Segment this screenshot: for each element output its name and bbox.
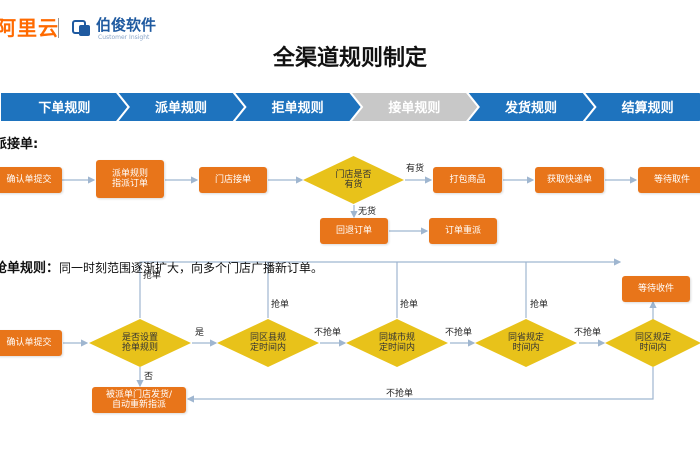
label-yes: 是 [195,328,205,338]
diamond-province: 同省规定 时间内 [474,318,578,368]
box-pack-goods: 打包商品 [433,167,502,193]
box-return-order: 回退订单 [320,218,388,244]
box-dispatch-rule: 派单规则 指派订单 [96,160,164,198]
box-get-express: 获取快递单 [535,167,604,193]
box-confirm-order: 确认单提交 [0,167,62,193]
label-no: 否 [144,372,154,382]
diamond-stock-check: 门店是否 有货 [302,155,405,205]
section-title-dispatch: 派接单: [0,137,39,152]
label-grab-2: 抢单 [271,300,290,310]
rule-heading: 抢单规则：同一时刻范围逐渐扩大，向多个门店广播新订单。 [0,257,323,276]
box-wait-receive: 等待收件 [622,276,690,302]
step-label-0: 下单规则 [38,100,90,116]
diamond-grab-rule: 是否设置 抢单规则 [88,318,192,368]
diamond-grab-rule-label: 是否设置 抢单规则 [121,332,158,353]
logo-divider [58,18,59,38]
aliyun-logo: 阿里云 [0,16,59,40]
step-label-5: 结算规则 [622,100,674,116]
label-in-stock: 有货 [406,164,425,174]
bojun-logo-subtitle: Customer Insight [98,34,150,41]
label-no-grab-3: 不抢单 [574,328,602,338]
step-chevron-5 [582,92,700,122]
step-label-1: 派单规则 [155,100,207,116]
label-grab-1: 抢单 [143,271,162,281]
step-label-3: 接单规则 [388,100,440,116]
step-label-4: 发货规则 [504,100,557,116]
label-grab-4: 抢单 [530,300,549,310]
rule-description: 同一时刻范围逐渐扩大，向多个门店广播新订单。 [59,261,324,275]
label-no-grab-2: 不抢单 [445,328,473,338]
diamond-province-label: 同省规定 时间内 [507,332,544,353]
bojun-logo-text: 伯俊软件 [96,16,157,34]
diamond-district: 同区县规 定时间内 [216,318,320,368]
page-title: 全渠道规则制定 [272,46,427,71]
section-title-grab: 抢单规则： [0,261,60,276]
diamond-city-label: 同城市规 定时间内 [378,332,415,353]
label-no-grab-1: 不抢单 [314,328,342,338]
box-confirm-order-2: 确认单提交 [0,330,62,356]
step-bar: 下单规则 派单规则 拒单规则 接单规则 发货规则 结算规则 [0,92,700,122]
step-chevron-1 [115,92,247,122]
box-reassign-order: 订单重派 [429,218,497,244]
diamond-district-label: 同区县规 定时间内 [249,332,286,353]
step-chevron-3 [348,92,480,122]
step-label-2: 拒单规则 [272,100,324,116]
label-no-grab-4: 不抢单 [386,389,414,399]
step-chevron-0 [0,92,130,122]
diamond-region: 同区规定 时间内 [604,318,700,368]
diamond-region-label: 同区规定 时间内 [634,332,671,353]
diamond-stock-check-label: 门店是否 有货 [335,169,372,190]
box-store-accept: 门店接单 [199,167,267,193]
box-assigned-store: 被派单门店发货/ 自动重新指派 [92,387,186,413]
label-grab-3: 抢单 [400,300,419,310]
diamond-city: 同城市规 定时间内 [345,318,449,368]
label-out-of-stock: 无货 [358,207,377,217]
box-wait-pickup: 等待取件 [638,167,700,193]
step-chevron-4 [465,92,597,122]
step-chevron-2 [232,92,364,122]
bojun-logo-icon [72,18,92,38]
